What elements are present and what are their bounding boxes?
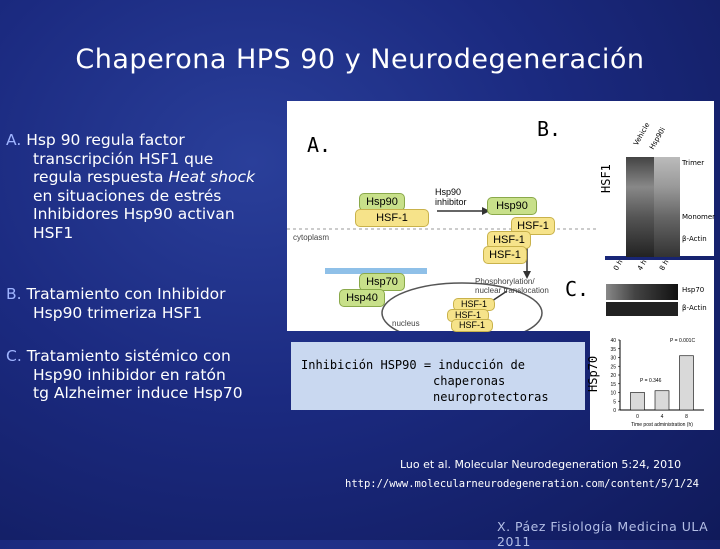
y-tick-label: 40: [610, 338, 616, 344]
blot-c-row-actin: β-Actin: [682, 304, 707, 312]
summary-line-3: neuroprotectoras: [433, 390, 549, 404]
point-b: B. Tratamiento con Inhibidor Hsp90 trime…: [6, 285, 286, 322]
annotation-p1: P = 0.001C: [670, 338, 695, 344]
point-a-line-6: HSF1: [33, 223, 74, 242]
point-a-line-4: en situaciones de estrés: [33, 186, 222, 205]
gel-ylabel: HSF1: [599, 164, 613, 193]
hsf1-stack-2: HSF-1: [487, 231, 531, 249]
gel-lane-1: [626, 157, 654, 257]
x-tick-label: 0: [636, 414, 639, 420]
x-tick-label: 8: [685, 414, 688, 420]
phospho-label: Phosphorylation/ nuclear translocation: [475, 277, 549, 295]
gel-lane-2: [654, 157, 680, 257]
blot-c-hsp70-band: [606, 284, 678, 300]
annotation-p2: P = 0.346: [640, 378, 662, 384]
point-a-line-1: Hsp 90 regula factor: [26, 131, 185, 149]
point-a: A. Hsp 90 regula factor transcripción HS…: [6, 131, 296, 242]
hsp40-box: Hsp40: [339, 289, 385, 307]
blot-c-col-0: 0 h: [612, 258, 625, 272]
point-b-letter: B.: [6, 285, 22, 303]
figure-label-a: A.: [307, 133, 332, 157]
y-tick-label: 10: [610, 391, 616, 397]
point-c-letter: C.: [6, 347, 22, 365]
point-b-line-2: Hsp90 trimeriza HSF1: [33, 303, 203, 322]
hsp90-right: Hsp90: [487, 197, 537, 215]
y-tick-label: 15: [610, 382, 616, 388]
blot-c-row-hsp70: Hsp70: [682, 286, 705, 294]
bar: [654, 390, 670, 411]
nuclear-hsf1-3: HSF-1: [451, 319, 493, 332]
y-tick-label: 20: [610, 373, 616, 379]
cytoplasm-label: cytoplasm: [293, 233, 330, 242]
point-c-line-2: Hsp90 inhibidor en ratón: [33, 365, 226, 384]
inhibitor-label: Hsp90 inhibitor: [435, 187, 467, 207]
hsf1-stack-1: HSF-1: [511, 217, 555, 235]
point-a-line-3-text: regula respuesta: [33, 168, 169, 186]
blot-c-col-1: 4 h: [636, 258, 649, 272]
summary-line-1: Inhibición HSP90 = inducción de: [301, 358, 525, 372]
gel-row-trimer: Trimer: [682, 159, 705, 167]
point-a-letter: A.: [6, 131, 22, 149]
mechanism-figure: A. Hsp90 HSF-1 Hsp90 inhibitor Hsp90 HSF…: [287, 101, 605, 332]
x-axis-label: Time post administration (h): [631, 422, 693, 428]
bar: [679, 355, 694, 411]
summary-box: Inhibición HSP90 = inducción de chaperon…: [291, 342, 585, 410]
gel-row-monomer: Monomer: [682, 213, 716, 221]
point-b-line-1: Tratamiento con Inhibidor: [26, 285, 226, 303]
y-tick-label: 30: [610, 356, 616, 362]
footer-credit: X. Páez Fisiología Medicina ULA 2011: [497, 519, 709, 549]
hsf1-blot: HSF1 Vehicle Hsp90i Trimer Monomer β-Act…: [596, 101, 716, 257]
y-tick-label: 5: [613, 399, 616, 405]
gel-row-actin: β-Actin: [682, 235, 707, 243]
nucleus-label: nucleus: [392, 319, 420, 328]
citation-url[interactable]: http://www.molecularneurodegeneration.co…: [345, 478, 700, 490]
point-a-line-2: transcripción HSF1 que: [33, 149, 214, 168]
slide-title: Chaperona HPS 90 y Neurodegeneración: [75, 44, 645, 75]
x-tick-label: 4: [661, 414, 664, 420]
point-a-line-3: regula respuesta Heat shock: [6, 168, 296, 187]
y-tick-label: 0: [613, 408, 616, 414]
gel-col-vehicle: Vehicle: [632, 121, 652, 147]
blot-c-actin-band: [606, 302, 678, 316]
bar: [630, 392, 645, 411]
y-tick-label: 25: [610, 364, 616, 370]
figure-label-c: C.: [565, 277, 590, 301]
blot-c-col-2: 8 h: [658, 258, 671, 272]
summary-line-2: chaperonas: [433, 374, 506, 388]
point-a-line-5: Inhibidores Hsp90 activan: [33, 205, 235, 223]
point-c-line-3: tg Alzheimer induce Hsp70: [33, 384, 243, 402]
point-c-line-1: Tratamiento sistémico con: [26, 347, 231, 365]
point-c: C. Tratamiento sistémico con Hsp90 inhib…: [6, 347, 286, 403]
point-a-heat-shock: Heat shock: [168, 168, 255, 186]
y-tick-label: 35: [610, 347, 616, 353]
hsf1-left: HSF-1: [355, 209, 429, 227]
gel-col-hsp90i: Hsp90i: [648, 126, 668, 151]
citation: Luo et al. Molecular Neurodegeneration 5…: [400, 458, 682, 471]
hsf1-stack-3: HSF-1: [483, 246, 527, 264]
figure-label-b: B.: [537, 117, 562, 141]
